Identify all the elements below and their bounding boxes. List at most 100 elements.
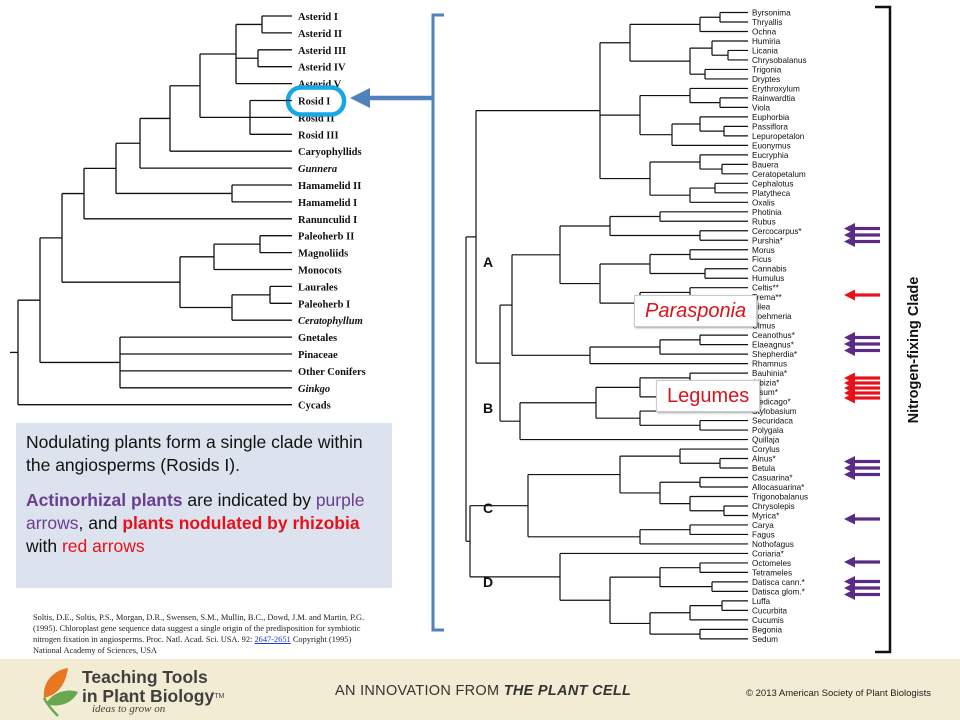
arrow-group-legumes	[844, 372, 880, 404]
arrow-shaft	[852, 466, 880, 470]
right-taxon-label: Morus	[752, 246, 775, 255]
right-taxon-label: Rainwardtia	[752, 94, 796, 103]
purple-arrows-label: purple arrows	[26, 490, 365, 533]
right-taxon-label: Pilea	[752, 303, 771, 312]
left-taxon-label: Paleoherb II	[298, 232, 354, 243]
right-taxon-label: Allocasuarina*	[752, 483, 805, 492]
right-taxon-label: Ceanothus*	[752, 331, 796, 340]
right-taxon-label: Luffa	[752, 597, 771, 606]
right-taxon-label: Ulmus	[752, 322, 775, 331]
right-taxon-label: Rhamnus	[752, 360, 787, 369]
arrow-head	[844, 513, 855, 525]
right-taxon-label: Begonia	[752, 625, 782, 634]
arrow-head	[844, 289, 855, 301]
right-taxon-label: Humulus	[752, 274, 784, 283]
arrow-shaft	[852, 342, 880, 346]
logo-line2: in Plant Biology	[82, 686, 215, 706]
right-taxon-label: Chrysolepis	[752, 502, 795, 511]
arrow-shaft	[852, 239, 880, 244]
footer-tagline: ideas to grow on	[92, 703, 166, 715]
left-taxon-label: Caryophyllids	[298, 147, 362, 158]
right-taxon-label: Dryptes	[752, 75, 780, 84]
arrow-shaft	[852, 348, 880, 353]
caption-text: , and	[78, 513, 123, 533]
left-taxon-label: Cycads	[298, 401, 331, 412]
right-taxon-label: Octomeles	[752, 559, 791, 568]
arrow-head	[844, 236, 855, 247]
right-taxon-label: Erythroxylum	[752, 84, 800, 93]
right-taxon-label: Rubus	[752, 217, 776, 226]
right-taxon-label: Polygala	[752, 426, 784, 435]
actinorhizal-label: Actinorhizal plants	[26, 490, 183, 510]
right-taxon-label: Trema**	[752, 293, 783, 302]
right-taxon-label: Alnus*	[752, 455, 776, 464]
arrow-group-alnus-casuarina-allocasuarina	[844, 456, 880, 480]
right-taxon-label: Myrica*	[752, 511, 780, 520]
caption-box: Nodulating plants form a single clade wi…	[16, 423, 392, 588]
left-taxon-label: Paleoherb I	[298, 299, 350, 310]
arrow-group-ceanothus-elaeagnus-shepherdia	[844, 332, 880, 356]
leaf-logo-icon	[42, 668, 78, 717]
left-taxon-label: Gunnera	[298, 164, 337, 175]
right-taxon-label: Medicago*	[752, 398, 792, 407]
arrow-group-parasponia	[844, 289, 880, 301]
clade-label-a: A	[483, 254, 493, 270]
right-taxon-label: Sedum	[752, 635, 778, 644]
arrow-shaft	[852, 233, 880, 237]
left-taxon-label: Ceratophyllum	[298, 316, 363, 327]
right-taxon-label: Euonymus	[752, 141, 791, 150]
right-taxon-label: Fagus	[752, 530, 775, 539]
right-taxon-label: Humiria	[752, 37, 781, 46]
arrow-shaft	[852, 391, 880, 395]
left-taxon-label: Rosid II	[298, 113, 334, 124]
arrow-head	[844, 589, 855, 600]
right-taxon-label: Photinia	[752, 208, 782, 217]
right-taxon-label: Albizia*	[752, 379, 780, 388]
right-taxon-label: Cucurbita	[752, 606, 787, 615]
innovation-journal: THE PLANT CELL	[503, 683, 632, 699]
right-taxon-label: Lepuropetalon	[752, 132, 805, 141]
left-taxon-label: Other Conifers	[298, 367, 366, 378]
right-taxon-label: Cannabis	[752, 265, 787, 274]
right-taxon-label: Euphorbia	[752, 113, 790, 122]
parasponia-callout: Parasponia	[634, 295, 758, 327]
arrow-group-myrica	[844, 513, 880, 525]
right-taxon-label: Ficus	[752, 255, 772, 264]
right-taxon-label: Quillaja	[752, 436, 780, 445]
left-taxon-label: Laurales	[298, 282, 338, 293]
arrow-shaft	[852, 376, 880, 380]
right-taxon-label: Shepherdia*	[752, 350, 798, 359]
right-taxon-label: Eucryphia	[752, 151, 789, 160]
citation-text: Soltis, D.E., Soltis, P.S., Morgan, D.R.…	[33, 613, 365, 644]
arrow-shaft	[852, 226, 880, 231]
right-taxon-label: Datisca cann.*	[752, 578, 806, 587]
clade-label-d: D	[483, 574, 493, 590]
right-taxon-label: Bauhinia*	[752, 369, 788, 378]
left-taxon-label: Rosid I	[298, 97, 330, 108]
right-taxon-label: Ochna	[752, 27, 777, 36]
arrow-shaft	[852, 472, 880, 477]
footer-innovation: AN INNOVATION FROM THE PLANT CELL	[335, 683, 631, 699]
right-taxon-label: Bauera	[752, 160, 779, 169]
left-taxon-label: Asterid V	[298, 80, 342, 91]
left-taxon-label: Hamamelid I	[298, 198, 357, 209]
right-taxon-label: Purshia*	[752, 236, 784, 245]
caption-line2: Actinorhizal plants are indicated by pur…	[26, 489, 382, 558]
left-taxon-label: Ranunculid I	[298, 215, 357, 226]
right-taxon-label: Ceratopetalum	[752, 170, 806, 179]
parasponia-label: Parasponia	[645, 300, 747, 322]
citation-link[interactable]: 2647-2651	[254, 635, 291, 644]
right-taxon-label: Byrsonima	[752, 9, 791, 18]
right-taxon-label: Celtis**	[752, 284, 780, 293]
rosid-pointer-arrowhead	[350, 88, 370, 108]
left-taxon-label: Magnoliids	[298, 249, 348, 260]
logo-tm: TM	[214, 693, 225, 700]
right-taxon-label: Corylus	[752, 445, 780, 454]
arrow-shaft	[852, 592, 880, 597]
left-taxon-label: Asterid IV	[298, 63, 346, 74]
legumes-callout: Legumes	[656, 380, 761, 412]
legumes-label: Legumes	[667, 385, 750, 407]
left-taxon-label: Rosid III	[298, 130, 339, 141]
left-taxon-label: Ginkgo	[298, 384, 330, 395]
